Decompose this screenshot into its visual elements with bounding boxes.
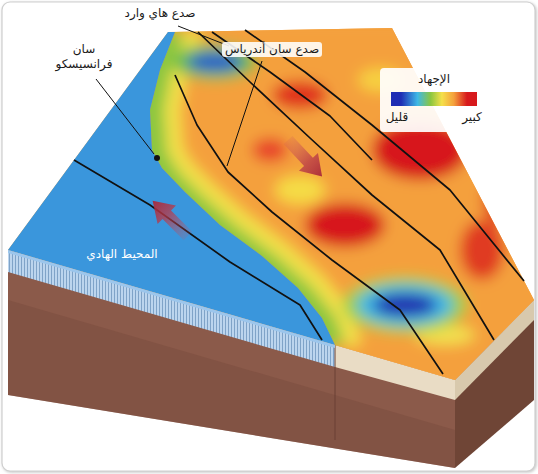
motion-arrow [278,131,331,185]
motion-arrow [143,191,197,245]
fault-line [245,30,524,281]
fault-label: صدع هاي وارد [125,6,196,21]
fault-label: صدع سان أندرياس [222,42,322,57]
san-andreas-fault [175,75,443,374]
legend-bar [401,92,467,106]
legend-swatch [467,92,477,106]
ocean-edge [8,250,335,348]
fault-line [74,160,322,340]
fault-line [198,32,494,340]
fault-lines [74,30,524,374]
ocean-label: المحيط الهادي [86,247,157,262]
city-label: سان فرانسيسكو [48,42,120,72]
city-dot [154,155,160,161]
legend-swatch [391,92,401,106]
stress-map [140,20,538,390]
legend-title: الإجهاد [418,72,450,87]
legend-label: كبير [462,110,482,125]
legend-panel [380,68,490,132]
legend-label: قليل [386,110,408,125]
